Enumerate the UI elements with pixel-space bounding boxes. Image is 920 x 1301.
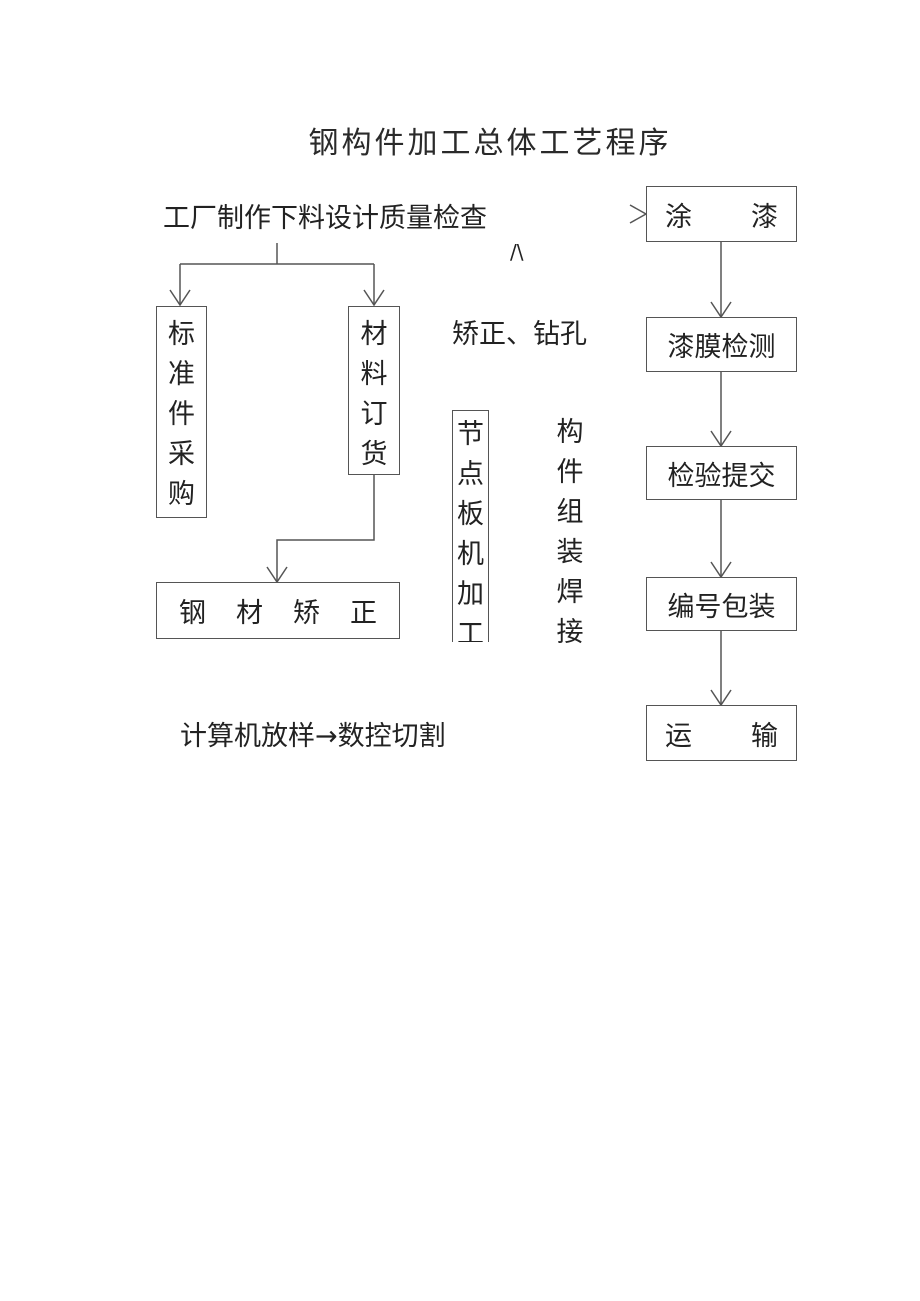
into-paint-arrow xyxy=(629,204,648,224)
steel-straighten-box: 钢 材 矫 正 xyxy=(156,582,400,639)
material-order-char: 货 xyxy=(360,439,388,470)
transport-char: 输 xyxy=(751,720,778,752)
top-step-text: 工厂制作下料设计质量检查 xyxy=(163,203,487,234)
assembly-weld-char: 接 xyxy=(556,617,584,648)
node-plate-char: 点 xyxy=(457,459,484,490)
assembly-weld-char: 装 xyxy=(556,537,584,568)
material-order-char: 材 xyxy=(360,319,388,350)
std-purchase-char: 购 xyxy=(168,479,195,510)
straighten-drill-text: 矫正、钻孔 xyxy=(452,319,587,350)
node-plate-char: 板 xyxy=(457,499,484,530)
steel-straighten-char: 材 xyxy=(236,598,263,629)
steel-straighten-char: 正 xyxy=(350,598,377,629)
steel-straighten-char: 钢 xyxy=(179,598,206,629)
caret-mark: /\ xyxy=(510,240,524,264)
node-plate-char: 节 xyxy=(457,419,484,450)
std-purchase-char: 件 xyxy=(168,399,195,430)
transport-char: 运 xyxy=(665,720,692,752)
inspect-submit-label: 检验提交 xyxy=(667,460,776,492)
std-purchase-char: 准 xyxy=(168,359,195,390)
material-to-steel-line xyxy=(276,475,375,582)
node-plate-char: 工 xyxy=(457,619,484,642)
film-test-box: 漆膜检测 xyxy=(646,317,797,372)
node-plate-box: 节 点 板 机 加 工 xyxy=(452,410,489,642)
steel-straighten-char: 矫 xyxy=(293,598,320,629)
node-plate-char: 机 xyxy=(457,539,484,570)
paint-char: 涂 xyxy=(665,201,692,233)
film-test-label: 漆膜检测 xyxy=(667,332,776,363)
page-title: 钢构件加工总体工艺程序 xyxy=(308,126,672,161)
assembly-weld-char: 构 xyxy=(556,417,584,448)
assembly-weld-char: 件 xyxy=(556,457,584,488)
cnc-text: 计算机放样→数控切割 xyxy=(180,721,446,752)
inspect-submit-box: 检验提交 xyxy=(646,446,797,500)
assembly-weld-text: 构 件 组 装 焊 接 xyxy=(552,413,588,653)
paint-box: 涂 漆 xyxy=(646,186,797,242)
material-order-box: 材 料 订 货 xyxy=(348,306,400,475)
assembly-weld-char: 组 xyxy=(556,497,584,528)
std-purchase-char: 标 xyxy=(168,319,195,350)
material-order-char: 料 xyxy=(360,359,388,390)
to-material-arrow xyxy=(363,289,385,307)
assembly-weld-char: 焊 xyxy=(556,577,584,608)
number-pack-box: 编号包装 xyxy=(646,577,797,631)
node-plate-char: 加 xyxy=(457,579,484,610)
std-purchase-box: 标 准 件 采 购 xyxy=(156,306,207,518)
paint-char: 漆 xyxy=(751,201,778,233)
material-order-char: 订 xyxy=(360,399,388,430)
transport-box: 运 输 xyxy=(646,705,797,761)
std-purchase-char: 采 xyxy=(168,439,195,470)
number-pack-label: 编号包装 xyxy=(667,591,776,623)
to-std-arrow xyxy=(169,289,191,307)
